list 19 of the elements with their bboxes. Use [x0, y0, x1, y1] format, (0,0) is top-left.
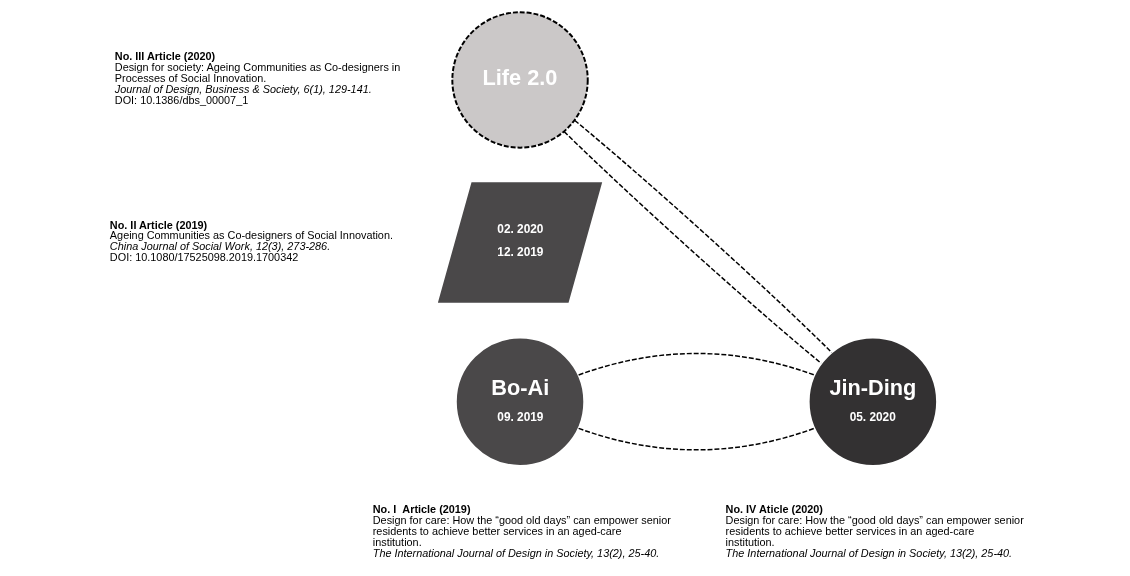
label: No. IV Aticle (2020)	[725, 503, 823, 516]
label: DOI: 10.1080/17525098.2019.1700342	[109, 251, 299, 264]
label: No. III Article (2020)	[114, 50, 216, 63]
label: Design for care: How the “good old days” can empower senior residents to achieve better services in an aged-care institution.	[372, 514, 671, 548]
label: Ageing Communities as Co-designers of Social Innovation.	[109, 229, 393, 242]
connector	[577, 352, 815, 376]
node-circle: Bo-Ai 09. 2019	[454, 336, 586, 467]
label: Design for care: How the “good old days” can empower senior residents to achieve better services in an aged-care institution.	[725, 514, 1024, 548]
connector	[577, 427, 815, 451]
connector	[574, 119, 833, 354]
label: No. I Article (2019)	[372, 503, 471, 516]
label: China Journal of Social Work, 12(3), 273-286.	[109, 240, 331, 253]
label: Design for society: Ageing Communities as Co-designers in Processes of Social Innovation.	[114, 61, 401, 85]
node-circle: Jin-Ding 05. 2020	[807, 336, 939, 467]
connector	[563, 130, 822, 364]
label: No. II Article (2019)	[109, 218, 208, 231]
label: Journal of Design, Business & Society, 6(1), 129-141.	[114, 83, 372, 96]
label: The International Journal of Design in Society, 13(2), 25-40.	[725, 546, 1013, 559]
label: The International Journal of Design in Society, 13(2), 25-40.	[372, 546, 660, 559]
